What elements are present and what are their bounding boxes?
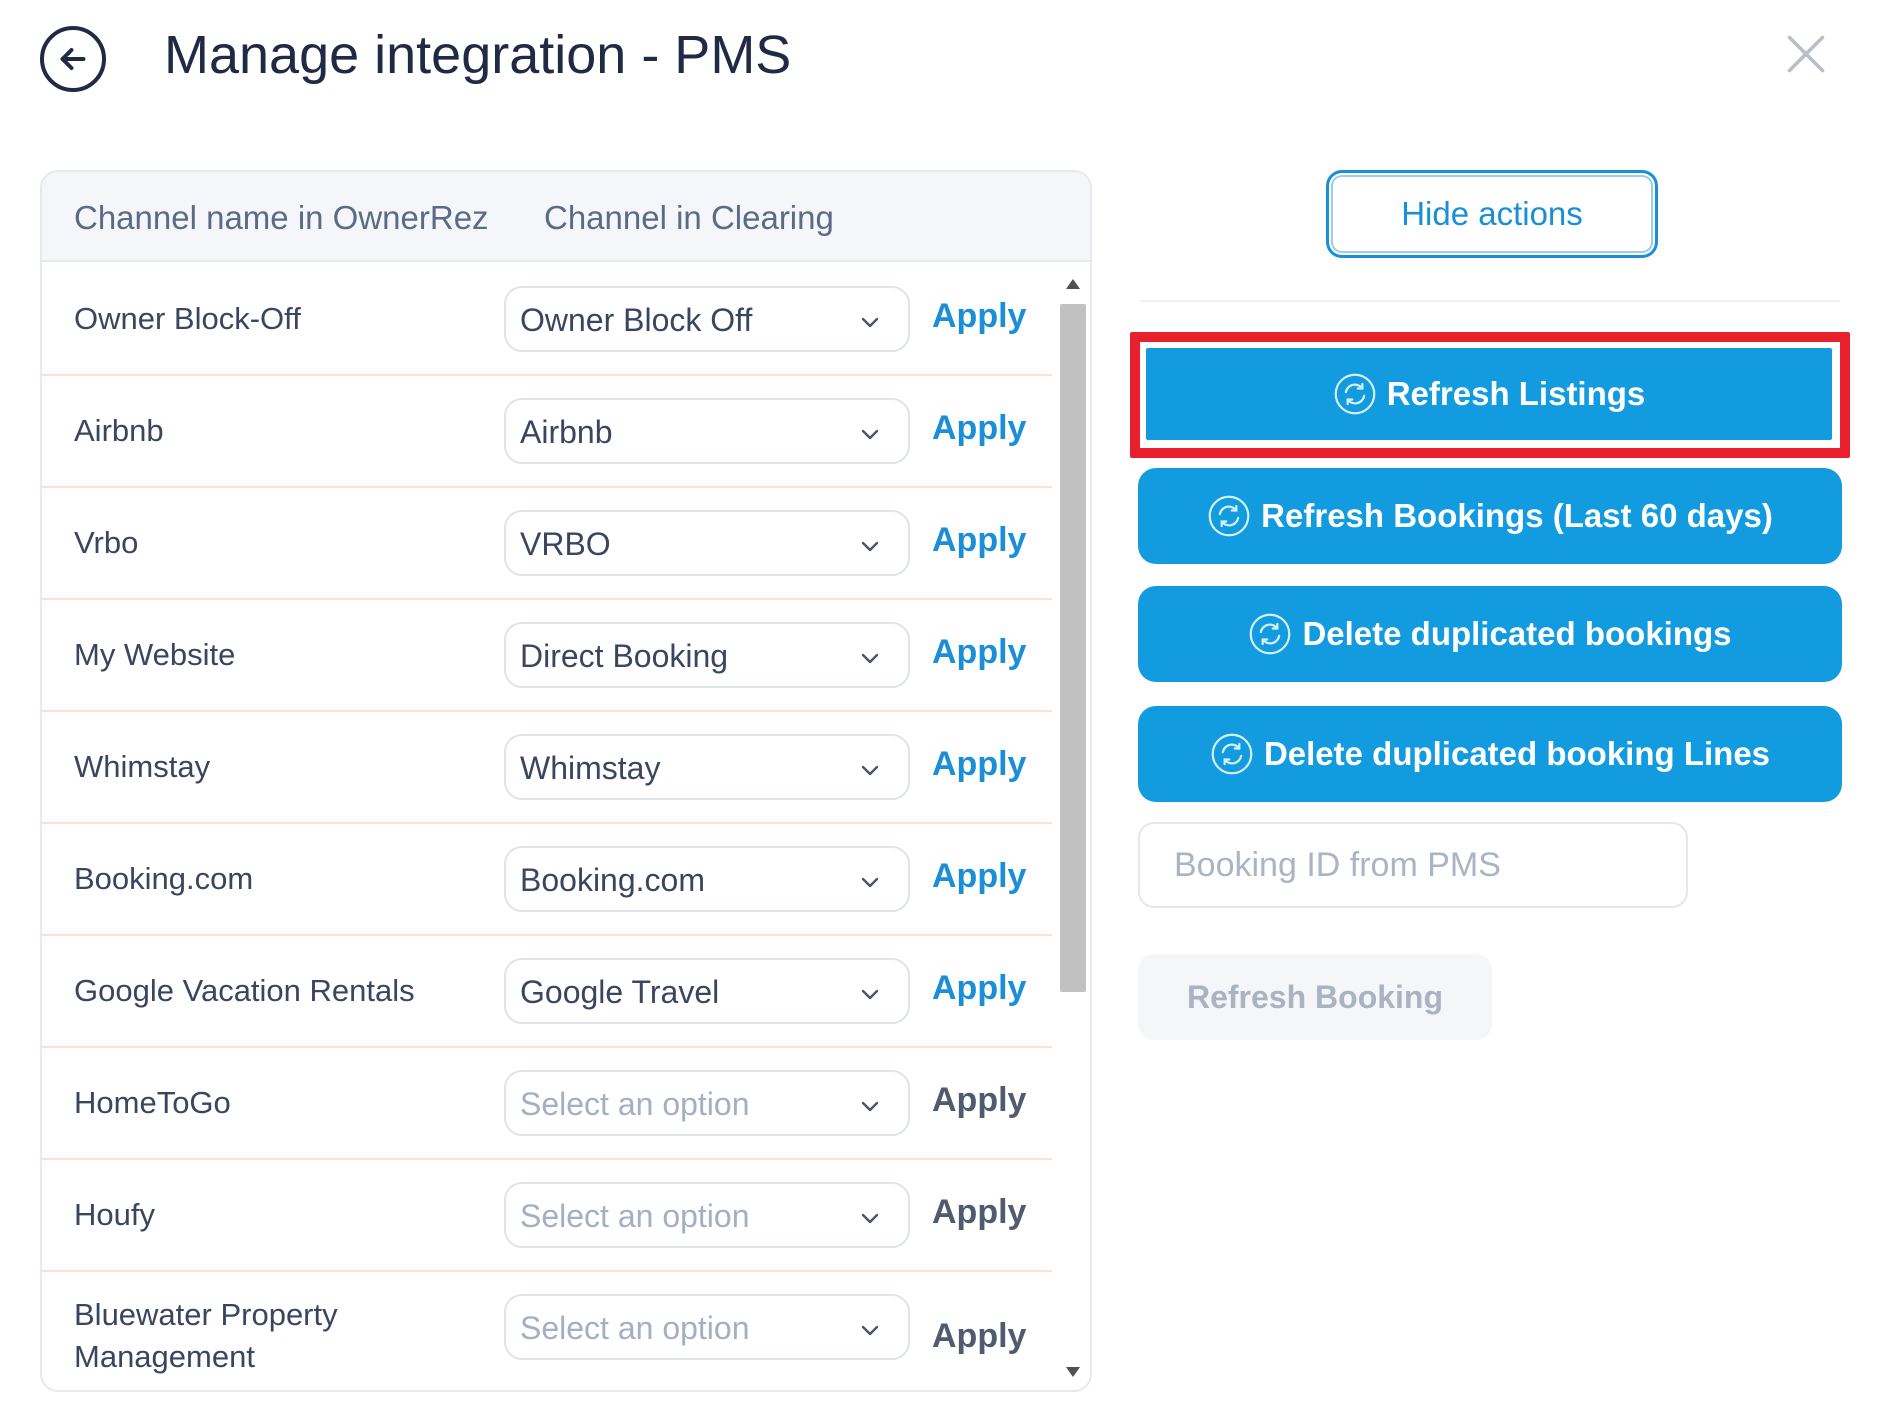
table-row: Airbnb Airbnb Apply <box>42 376 1052 488</box>
table-header: Channel name in OwnerRez Channel in Clea… <box>42 172 1090 262</box>
scroll-thumb[interactable] <box>1060 304 1086 992</box>
apply-button[interactable]: Apply <box>932 521 1027 559</box>
table-body: Owner Block-Off Owner Block Off Apply Ai… <box>42 264 1052 1390</box>
header: Manage integration - PMS <box>0 0 1883 120</box>
chevron-down-icon <box>861 1101 879 1112</box>
table-scrollbar[interactable] <box>1056 264 1090 1390</box>
chevron-down-icon <box>861 541 879 552</box>
channel-name: HomeToGo <box>74 1085 231 1120</box>
delete-duplicated-booking-lines-label: Delete duplicated booking Lines <box>1263 735 1771 772</box>
apply-button[interactable]: Apply <box>932 297 1027 335</box>
channel-name: Houfy <box>74 1197 155 1232</box>
select-value: Whimstay <box>520 750 661 786</box>
chevron-down-icon <box>861 1213 879 1224</box>
channel-select[interactable]: Google Travel <box>504 958 910 1024</box>
table-row: Bluewater Property Management Select an … <box>42 1272 1052 1390</box>
refresh-listings-button[interactable]: Refresh Listings <box>1146 348 1832 440</box>
refresh-booking-button[interactable]: Refresh Booking <box>1138 954 1492 1040</box>
channel-name: My Website <box>74 637 236 672</box>
close-button[interactable] <box>1782 30 1830 78</box>
delete-duplicated-bookings-label: Delete duplicated bookings <box>1302 615 1732 652</box>
refresh-icon <box>1208 495 1250 537</box>
apply-button[interactable]: Apply <box>932 745 1027 783</box>
chevron-down-icon <box>861 429 879 440</box>
chevron-down-icon <box>861 765 879 776</box>
select-value: VRBO <box>520 526 611 562</box>
table-row: Houfy Select an option Apply <box>42 1160 1052 1272</box>
apply-button[interactable]: Apply <box>932 1193 1027 1231</box>
divider <box>1140 300 1840 302</box>
back-button[interactable] <box>40 26 106 92</box>
channel-name: Google Vacation Rentals <box>74 973 415 1008</box>
apply-button[interactable]: Apply <box>932 969 1027 1007</box>
channel-select[interactable]: Airbnb <box>504 398 910 464</box>
close-icon <box>1787 35 1825 73</box>
chevron-down-icon <box>861 989 879 1000</box>
table-row: My Website Direct Booking Apply <box>42 600 1052 712</box>
hide-actions-button[interactable]: Hide actions <box>1326 170 1658 258</box>
chevron-down-icon <box>861 317 879 328</box>
arrow-left-icon <box>60 48 86 70</box>
table-row: Booking.com Booking.com Apply <box>42 824 1052 936</box>
channel-name: Airbnb <box>74 413 164 448</box>
select-value: Airbnb <box>520 414 613 450</box>
column-header-clearing: Channel in Clearing <box>544 199 834 236</box>
refresh-icon <box>1211 733 1253 775</box>
refresh-icon <box>1250 613 1291 655</box>
channel-select[interactable]: Owner Block Off <box>504 286 910 352</box>
scroll-up-arrow-icon[interactable] <box>1064 276 1082 292</box>
select-placeholder: Select an option <box>520 1086 750 1122</box>
channel-select[interactable]: Select an option <box>504 1294 910 1360</box>
channel-select[interactable]: VRBO <box>504 510 910 576</box>
select-value: Owner Block Off <box>520 302 753 338</box>
apply-button[interactable]: Apply <box>932 1317 1027 1355</box>
channel-name: Vrbo <box>74 525 139 560</box>
chevron-down-icon <box>861 877 879 888</box>
delete-duplicated-bookings-button[interactable]: Delete duplicated bookings <box>1138 586 1842 682</box>
table-row: Google Vacation Rentals Google Travel Ap… <box>42 936 1052 1048</box>
table-row: Whimstay Whimstay Apply <box>42 712 1052 824</box>
select-placeholder: Select an option <box>520 1198 750 1234</box>
apply-button[interactable]: Apply <box>932 633 1027 671</box>
channel-select[interactable]: Direct Booking <box>504 622 910 688</box>
delete-duplicated-booking-lines-button[interactable]: Delete duplicated booking Lines <box>1138 706 1842 802</box>
channel-name: Whimstay <box>74 749 211 784</box>
channel-name: Owner Block-Off <box>74 301 301 336</box>
select-placeholder: Select an option <box>520 1310 750 1346</box>
scroll-down-arrow-icon[interactable] <box>1064 1364 1082 1380</box>
column-header-ownerrez: Channel name in OwnerRez <box>74 199 489 236</box>
chevron-down-icon <box>861 1325 879 1336</box>
refresh-listings-label: Refresh Listings <box>1386 375 1646 412</box>
table-row: Vrbo VRBO Apply <box>42 488 1052 600</box>
apply-button[interactable]: Apply <box>932 857 1027 895</box>
booking-id-input[interactable] <box>1138 822 1688 908</box>
page-title: Manage integration - PMS <box>164 25 792 85</box>
apply-button[interactable]: Apply <box>932 1081 1027 1119</box>
refresh-icon <box>1334 373 1376 415</box>
channel-select[interactable]: Booking.com <box>504 846 910 912</box>
select-value: Google Travel <box>520 974 720 1010</box>
channel-name: Booking.com <box>74 861 254 896</box>
refresh-bookings-button[interactable]: Refresh Bookings (Last 60 days) <box>1138 468 1842 564</box>
refresh-bookings-label: Refresh Bookings (Last 60 days) <box>1261 497 1773 534</box>
chevron-down-icon <box>861 653 879 664</box>
channel-select[interactable]: Select an option <box>504 1070 910 1136</box>
apply-button[interactable]: Apply <box>932 409 1027 447</box>
select-value: Direct Booking <box>520 638 729 674</box>
select-value: Booking.com <box>520 862 705 898</box>
table-row: HomeToGo Select an option Apply <box>42 1048 1052 1160</box>
channel-select[interactable]: Whimstay <box>504 734 910 800</box>
channel-mapping-table: Channel name in OwnerRez Channel in Clea… <box>40 170 1092 1392</box>
channel-select[interactable]: Select an option <box>504 1182 910 1248</box>
table-row: Owner Block-Off Owner Block Off Apply <box>42 264 1052 376</box>
channel-name: Bluewater Property Management <box>74 1297 338 1374</box>
